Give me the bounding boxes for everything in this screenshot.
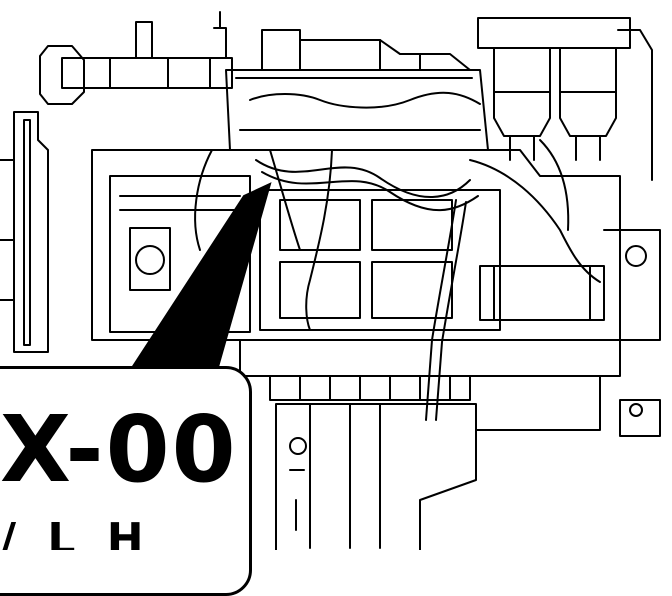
- intake-pipe: [39, 11, 233, 105]
- starter-motor: [479, 229, 661, 437]
- callout-leader-wedge: [126, 182, 272, 375]
- engine-block: [91, 149, 621, 341]
- engine-line-drawing: [0, 11, 661, 550]
- valve-cover: [225, 29, 489, 151]
- lower-block: [239, 339, 621, 431]
- fuel-filter-assembly: [477, 17, 653, 181]
- callout-code: X-00: [0, 396, 238, 503]
- fuel-lines: [194, 139, 601, 421]
- left-frame-bracket: [0, 111, 49, 353]
- callout-subtext: / L H: [0, 518, 152, 550]
- oil-pan: [275, 403, 477, 550]
